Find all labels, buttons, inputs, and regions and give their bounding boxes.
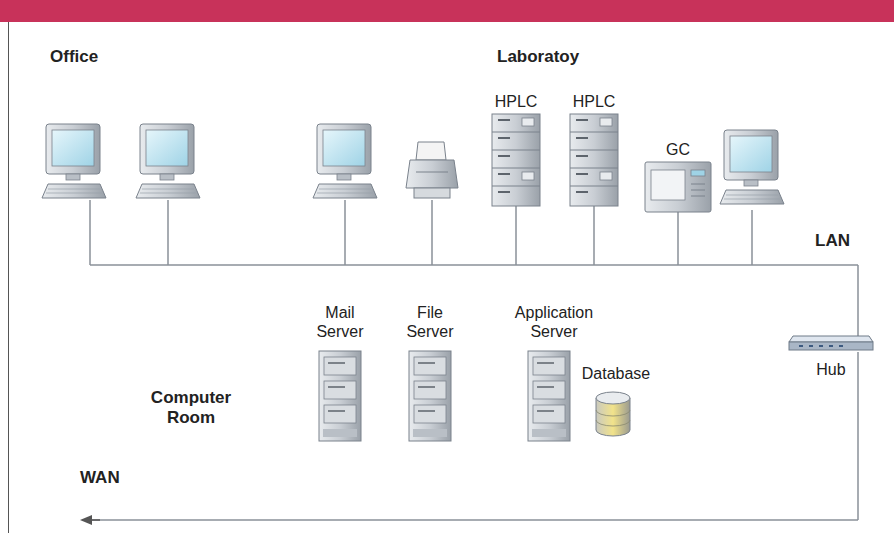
device-icon [528, 351, 570, 441]
device-icon [570, 114, 618, 206]
device-label: GC [644, 140, 712, 159]
device-label: HPLC [490, 92, 542, 111]
device-icon [409, 351, 451, 441]
database-store: Database [578, 364, 654, 456]
file-server: File Server [394, 303, 466, 445]
device-label: HPLC [568, 92, 620, 111]
hplc-unit: HPLC [490, 92, 542, 208]
network-label: LAN [815, 231, 850, 251]
device-icon [596, 392, 630, 436]
network-label: WAN [80, 468, 120, 488]
area-label: Computer Room [136, 388, 246, 428]
device-icon [789, 336, 873, 352]
device-label: File Server [394, 303, 466, 341]
device-label: Mail Server [304, 303, 376, 341]
area-label: Office [50, 47, 98, 67]
network-hub: Hub [788, 336, 874, 388]
device-icon [319, 351, 361, 441]
area-label: Laboratoy [497, 47, 579, 67]
hplc-unit: HPLC [568, 92, 620, 208]
mail-server: Mail Server [304, 303, 376, 445]
device-label: Database [578, 364, 654, 383]
device-label: Application Server [504, 303, 604, 341]
device-label: Hub [788, 360, 874, 379]
gc-unit: GC [644, 140, 712, 214]
device-icon [492, 114, 540, 206]
device-icon [645, 162, 711, 212]
